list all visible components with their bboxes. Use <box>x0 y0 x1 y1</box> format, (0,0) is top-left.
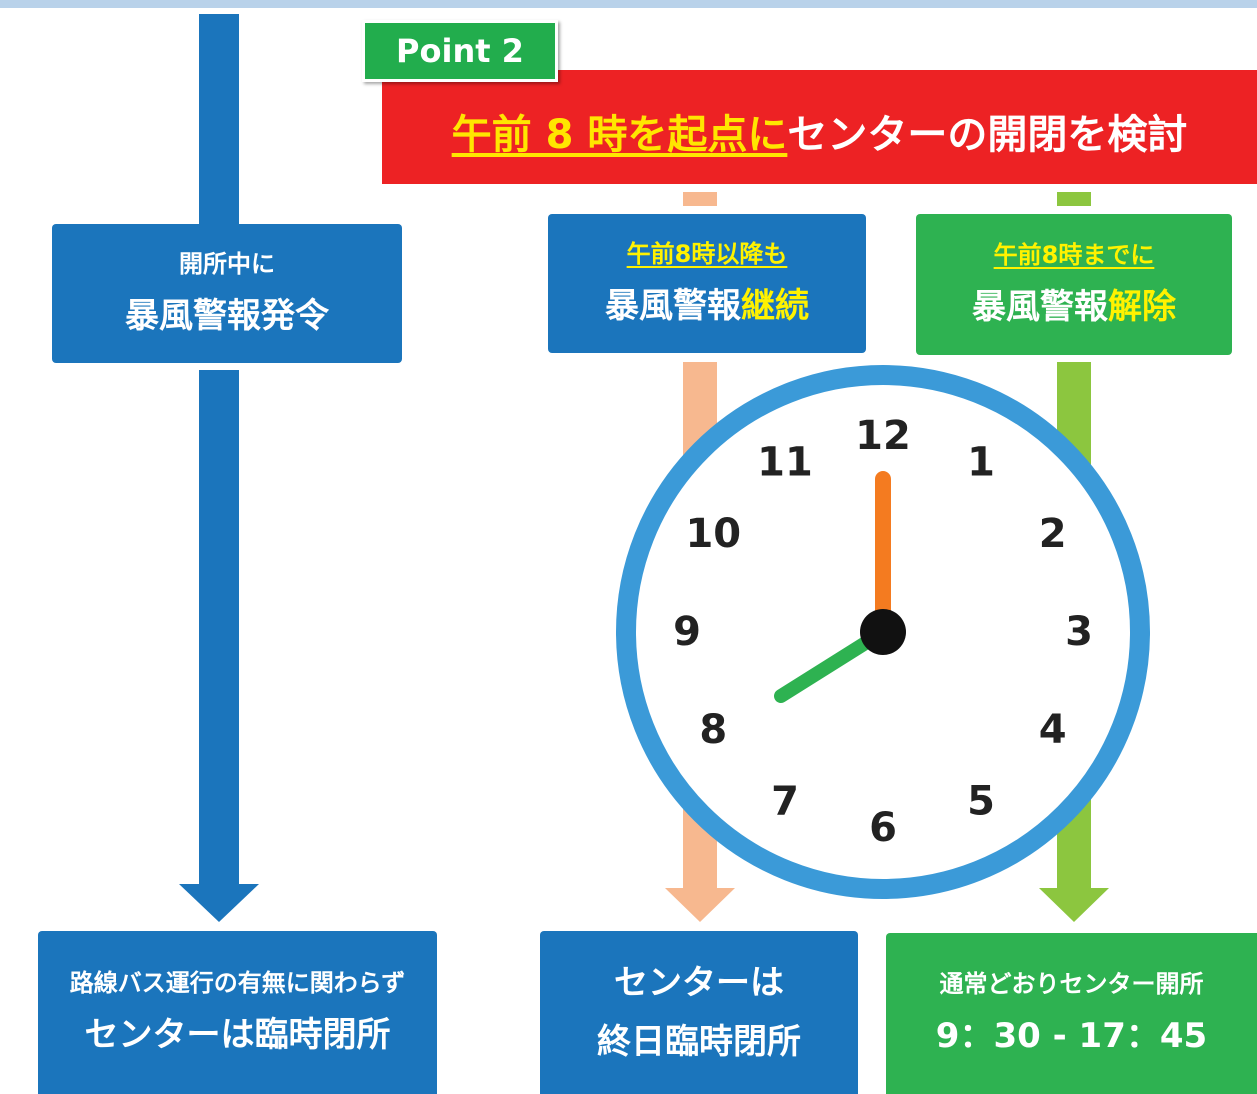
green-arrow-head <box>1039 888 1109 922</box>
peach-arrow-connector <box>683 192 717 206</box>
clock-number-9: 9 <box>673 609 701 655</box>
top-strip <box>0 0 1257 8</box>
point-label: Point 2 <box>396 32 524 70</box>
warning-continues-highlight: 継続 <box>741 285 809 326</box>
clock-number-11: 11 <box>757 439 813 485</box>
warning-issued-box: 開所中に 暴風警報発令 <box>52 224 402 363</box>
clock-number-12: 12 <box>855 413 911 459</box>
clock-number-2: 2 <box>1039 511 1067 557</box>
header-banner: 午前 8 時を起点にセンターの開閉を検討 <box>382 70 1257 184</box>
clock-number-5: 5 <box>967 779 995 825</box>
clock-number-10: 10 <box>685 511 741 557</box>
left-arrow-head <box>179 884 259 922</box>
warning-issued-line2: 暴風警報発令 <box>125 295 329 336</box>
left-arrow-shaft-bottom <box>199 370 239 884</box>
result-all-day-closed-box: センターは 終日臨時閉所 <box>540 931 858 1094</box>
result-all-day-line1: センターは <box>614 963 784 1003</box>
warning-lifted-highlight: 解除 <box>1108 286 1176 327</box>
clock-number-3: 3 <box>1065 609 1093 655</box>
clock-numbers: 12 12 3 45 6 78 9 10 11 <box>673 413 1093 851</box>
clock-number-1: 1 <box>967 439 995 485</box>
point-badge: Point 2 <box>362 20 558 82</box>
warning-lifted-line1: 午前8時までに <box>993 240 1155 269</box>
result-open-line1: 通常どおりセンター開所 <box>939 969 1204 998</box>
warning-continues-line1: 午前8時以降も <box>626 239 788 268</box>
clock-number-8: 8 <box>699 707 727 753</box>
result-closed-line1: 路線バス運行の有無に関わらず <box>69 968 406 997</box>
result-open-hours: 9：30 - 17：45 <box>935 1015 1208 1056</box>
warning-lifted-box: 午前8時までに 暴風警報解除 <box>916 214 1232 355</box>
result-closed-box: 路線バス運行の有無に関わらず センターは臨時閉所 <box>38 931 437 1094</box>
banner-highlight: 午前 8 時を起点に <box>451 112 788 158</box>
left-arrow-shaft-top <box>199 14 239 226</box>
clock-number-6: 6 <box>869 805 897 851</box>
clock-icon: 12 12 3 45 6 78 9 10 11 <box>616 365 1150 899</box>
banner-text: センターの開閉を検討 <box>787 112 1188 158</box>
result-open-box: 通常どおりセンター開所 9：30 - 17：45 <box>886 933 1257 1094</box>
result-closed-line2: センターは臨時閉所 <box>84 1014 391 1055</box>
clock-number-7: 7 <box>771 779 799 825</box>
green-arrow-connector <box>1057 192 1091 206</box>
warning-continues-main: 暴風警報 <box>605 285 741 326</box>
peach-arrow-head <box>665 888 735 922</box>
warning-issued-line1: 開所中に <box>179 249 275 278</box>
clock-center-pin <box>860 609 906 655</box>
result-all-day-line2: 終日臨時閉所 <box>597 1021 801 1062</box>
warning-continues-box: 午前8時以降も 暴風警報継続 <box>548 214 866 353</box>
warning-lifted-main: 暴風警報 <box>972 286 1108 327</box>
clock-number-4: 4 <box>1039 707 1067 753</box>
